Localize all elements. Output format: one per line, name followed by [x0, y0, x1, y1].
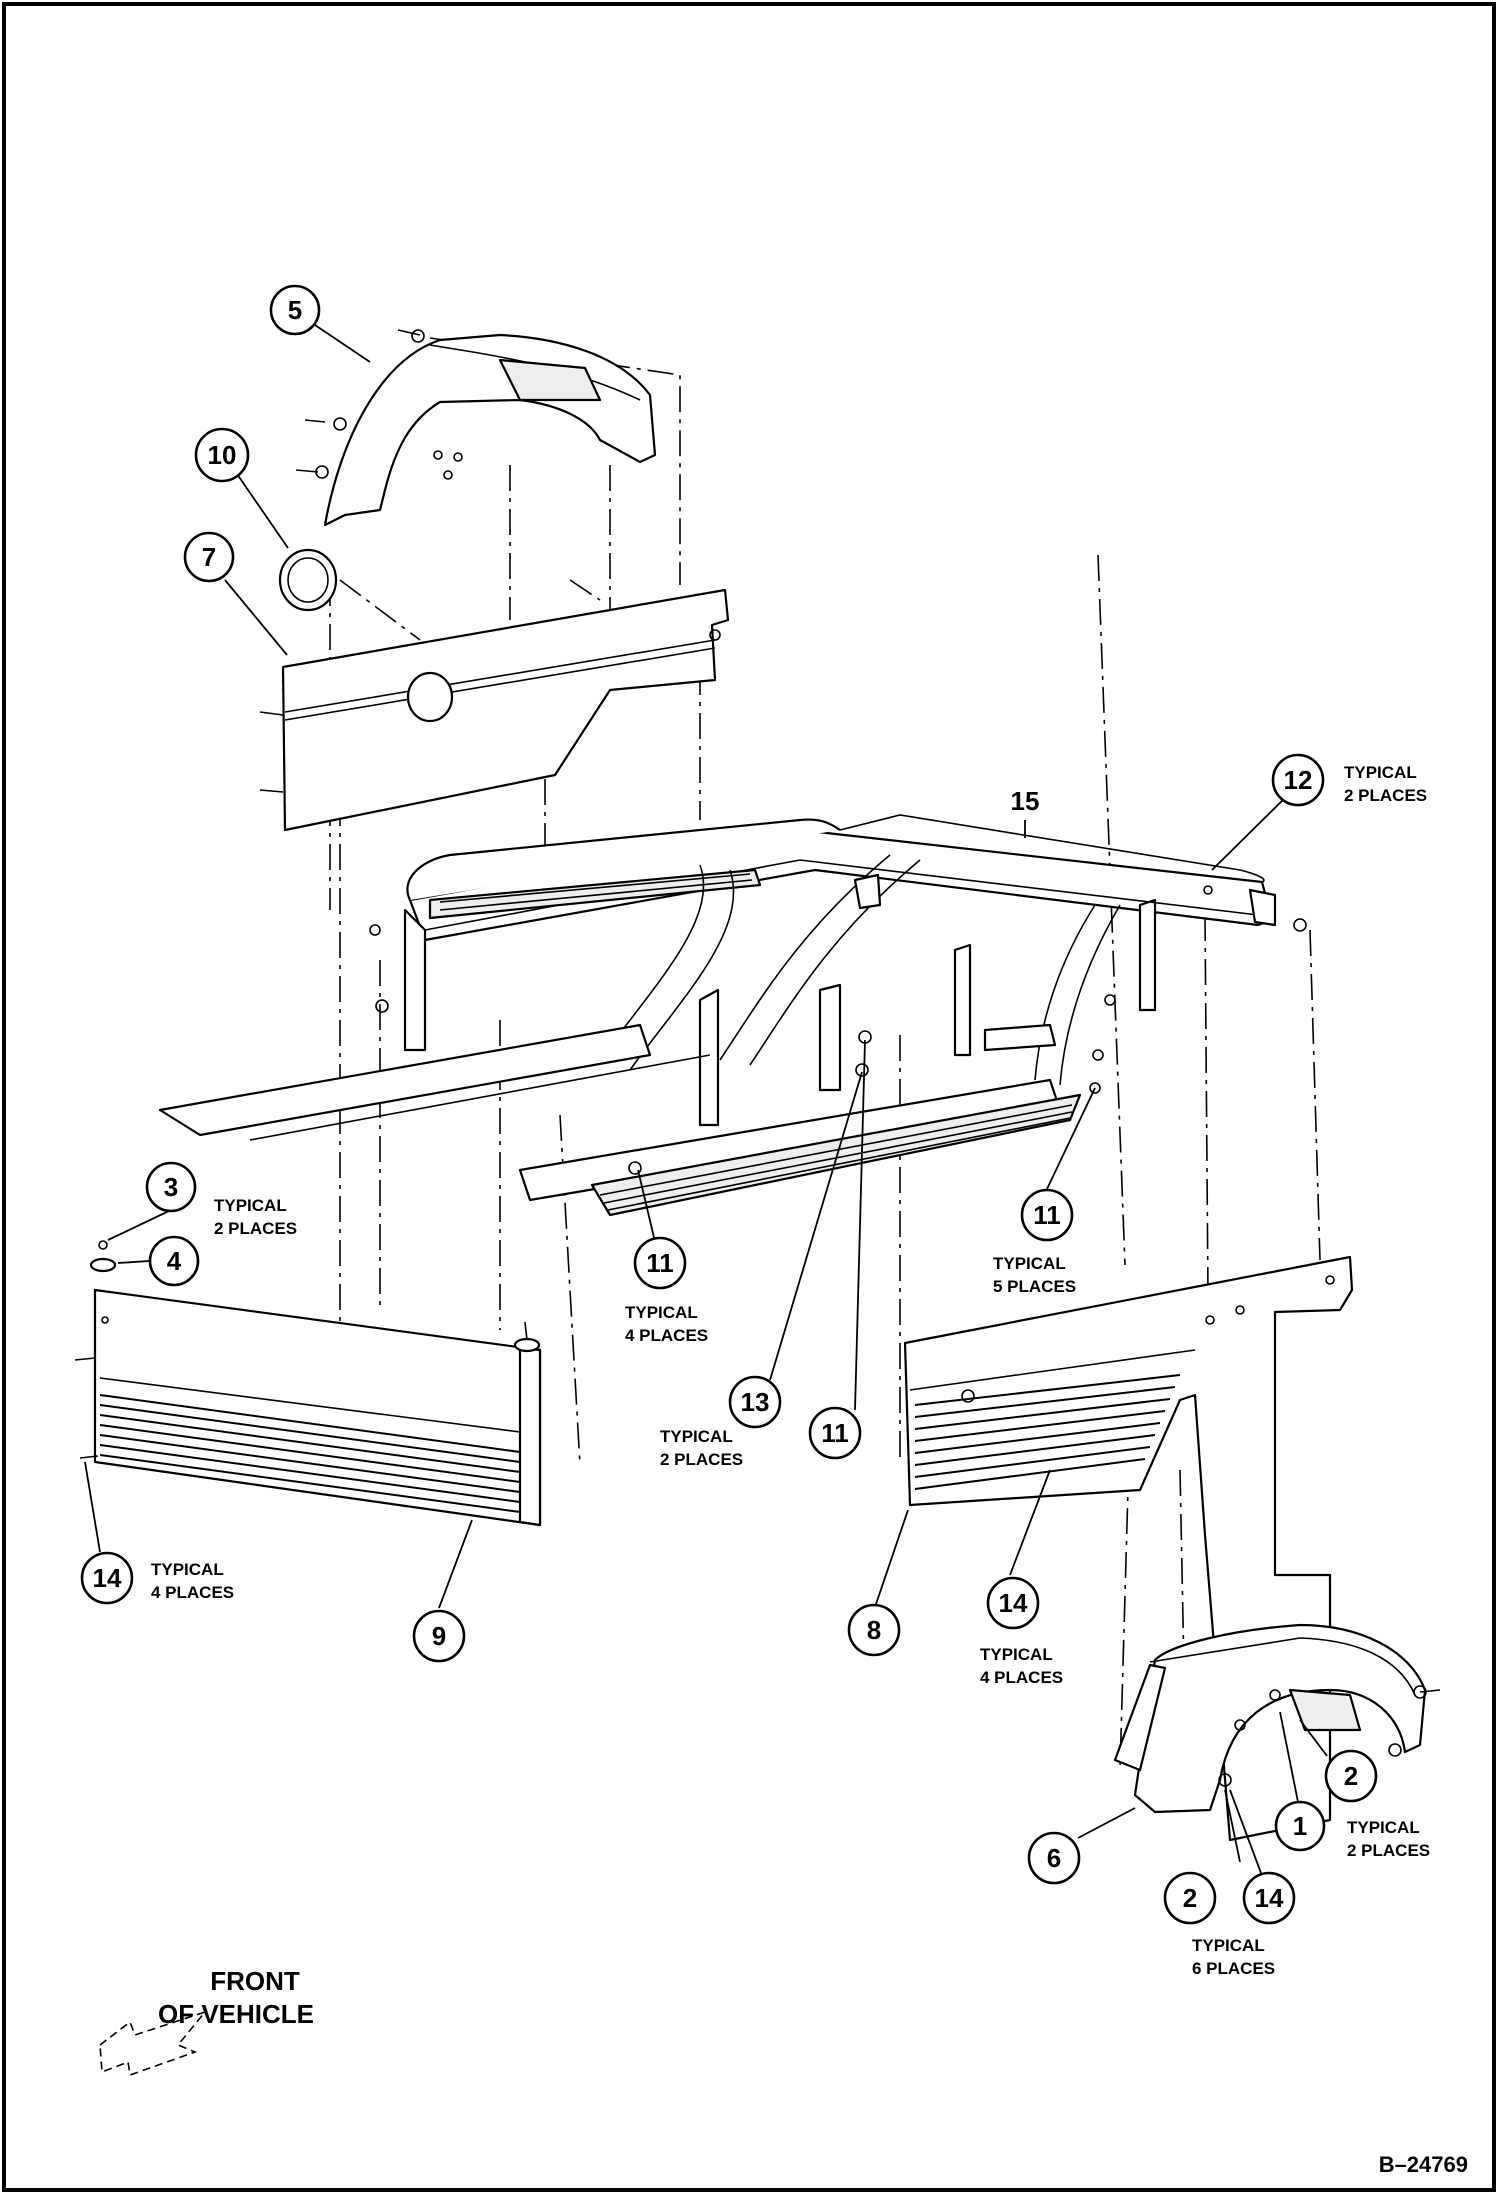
front-label-line2: OF VEHICLE: [158, 1999, 314, 2029]
callout-6-label: 6: [1047, 1843, 1061, 1873]
note-1-line2: 2 PLACES: [1347, 1841, 1430, 1860]
callout-11-right: 11: [1020, 1188, 1074, 1242]
note-3-line2: 2 PLACES: [214, 1219, 297, 1238]
callout-1-label: 1: [1293, 1811, 1307, 1841]
fender-rear-fasteners: [295, 329, 425, 479]
note-14-left: TYPICAL 4 PLACES: [151, 1560, 234, 1602]
note-11-right-line2: 5 PLACES: [993, 1277, 1076, 1296]
callout-11-center: 11: [808, 1406, 862, 1460]
callout-2-lower-label: 2: [1183, 1883, 1197, 1913]
note-2-14-line1: TYPICAL: [1192, 1936, 1265, 1955]
front-of-vehicle-indicator: FRONT OF VEHICLE: [99, 1966, 314, 2077]
callout-3-label: 3: [164, 1172, 178, 1202]
note-12-line1: TYPICAL: [1344, 763, 1417, 782]
note-14-center-line1: TYPICAL: [980, 1645, 1053, 1664]
drawing-reference: B–24769: [1379, 2152, 1468, 2177]
callout-2-lower: 2: [1163, 1871, 1217, 1925]
callout-7: 7: [183, 531, 235, 583]
light-ring: [278, 548, 338, 612]
callout-14-center: 14: [986, 1576, 1040, 1630]
callout-3: 3: [145, 1161, 197, 1213]
callout-14-left-label: 14: [93, 1563, 122, 1593]
note-12-line2: 2 PLACES: [1344, 786, 1427, 805]
callout-8: 8: [847, 1603, 901, 1657]
note-1: TYPICAL 2 PLACES: [1347, 1818, 1430, 1860]
note-3: TYPICAL 2 PLACES: [214, 1196, 297, 1238]
callout-15-label: 15: [1011, 786, 1040, 816]
callout-10: 10: [194, 427, 250, 483]
note-1-line1: TYPICAL: [1347, 1818, 1420, 1837]
note-13-line1: TYPICAL: [660, 1427, 733, 1446]
fastener-clip: [89, 1240, 541, 1353]
front-arrow-icon: [99, 2010, 208, 2077]
side-panel-left: [74, 1288, 542, 1527]
note-11-left-line1: TYPICAL: [625, 1303, 698, 1322]
front-label-line1: FRONT: [210, 1966, 300, 1996]
side-panel-right-louvers: [914, 1374, 1181, 1490]
callout-1: 1: [1274, 1800, 1326, 1852]
note-13: TYPICAL 2 PLACES: [660, 1427, 743, 1469]
note-11-right: TYPICAL 5 PLACES: [993, 1254, 1076, 1296]
callout-11-left: 11: [633, 1236, 687, 1290]
note-11-left: TYPICAL 4 PLACES: [625, 1303, 708, 1345]
callout-9-label: 9: [432, 1621, 446, 1651]
note-3-line1: TYPICAL: [214, 1196, 287, 1215]
callout-12: 12: [1271, 753, 1325, 807]
frame-fasteners: [369, 885, 1307, 1175]
note-14-left-line1: TYPICAL: [151, 1560, 224, 1579]
side-panel-left-louvers: [99, 1394, 521, 1513]
fender-rear: [295, 329, 657, 527]
callout-13-label: 13: [741, 1387, 770, 1417]
callout-9: 9: [412, 1609, 466, 1663]
callout-7-label: 7: [202, 542, 216, 572]
callout-15: 15: [1011, 786, 1040, 816]
callout-8-label: 8: [867, 1615, 881, 1645]
note-14-center-line2: 4 PLACES: [980, 1668, 1063, 1687]
note-14-center: TYPICAL 4 PLACES: [980, 1645, 1063, 1687]
callout-14-left: 14: [80, 1551, 134, 1605]
note-11-left-line2: 4 PLACES: [625, 1326, 708, 1345]
callout-14-right: 14: [1242, 1871, 1296, 1925]
fender-front: [1113, 1623, 1441, 1814]
rear-panel: [259, 588, 730, 832]
callout-5-label: 5: [288, 295, 302, 325]
note-2-14-line2: 6 PLACES: [1192, 1959, 1275, 1978]
callout-14-right-label: 14: [1255, 1883, 1284, 1913]
callout-11-right-label: 11: [1033, 1200, 1061, 1230]
note-11-right-line1: TYPICAL: [993, 1254, 1066, 1273]
callout-4: 4: [148, 1235, 200, 1287]
note-2-14: TYPICAL 6 PLACES: [1192, 1936, 1275, 1978]
callout-2-upper: 2: [1324, 1749, 1378, 1803]
main-frame: [158, 814, 1307, 1217]
callout-5: 5: [269, 284, 321, 336]
fender-front-fasteners: [1218, 1685, 1441, 1787]
callout-11-center-label: 11: [821, 1418, 849, 1448]
callout-11-left-label: 11: [646, 1248, 674, 1278]
note-14-left-line2: 4 PLACES: [151, 1583, 234, 1602]
callout-6: 6: [1027, 1831, 1081, 1885]
note-12: TYPICAL 2 PLACES: [1344, 763, 1427, 805]
callout-13: 13: [728, 1375, 782, 1429]
callout-10-label: 10: [208, 440, 237, 470]
callout-12-label: 12: [1284, 765, 1313, 795]
note-13-line2: 2 PLACES: [660, 1450, 743, 1469]
callout-4-label: 4: [167, 1246, 182, 1276]
leader-lines: [84, 324, 1328, 1874]
callout-14-center-label: 14: [999, 1588, 1028, 1618]
callout-2-upper-label: 2: [1344, 1761, 1358, 1791]
